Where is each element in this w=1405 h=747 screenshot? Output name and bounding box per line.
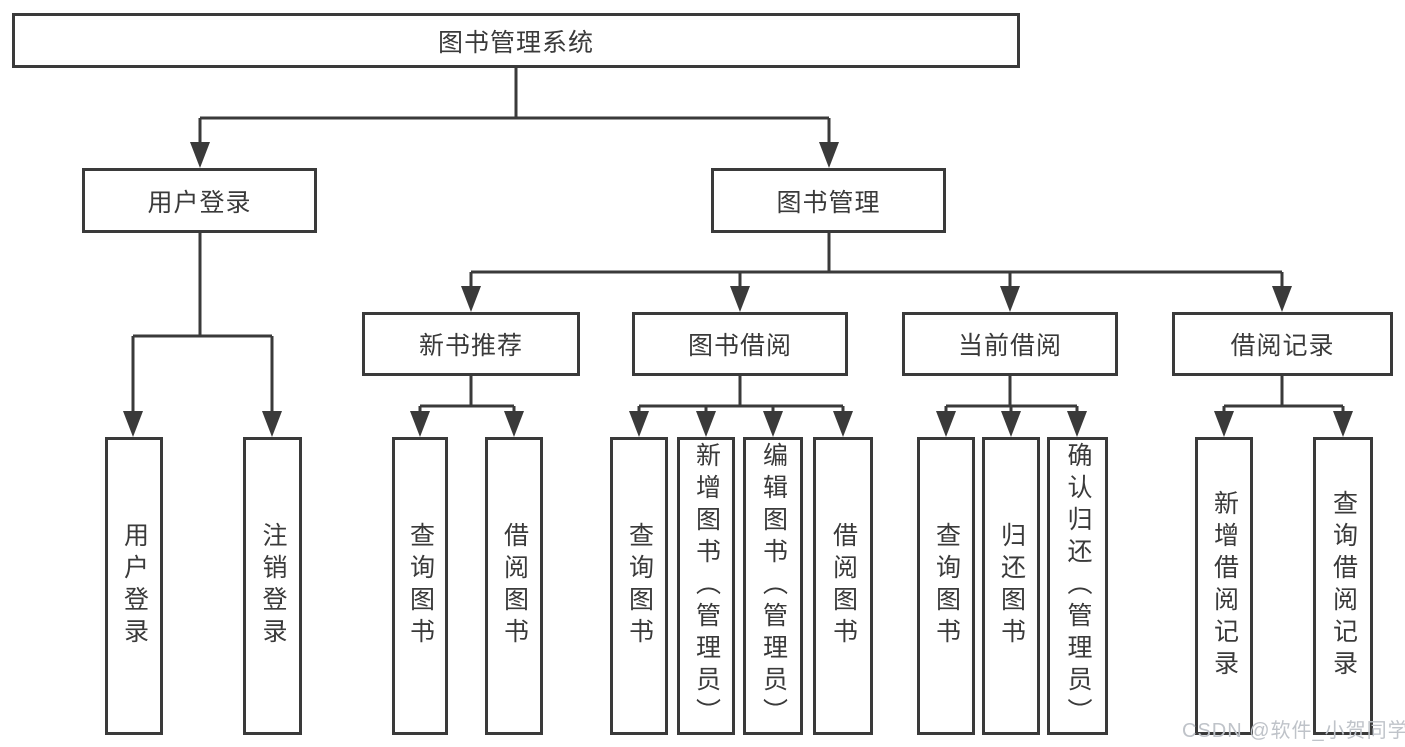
leaf-label: 编辑图书（管理员） [759, 442, 788, 730]
node-book-borrowing: 图书借阅 [632, 312, 848, 376]
leaf-current-confirm-return-admin: 确认归还（管理员） [1047, 437, 1108, 735]
arrowhead-icon [262, 411, 282, 437]
leaf-user-login: 用户登录 [105, 437, 163, 735]
leaf-logout: 注销登录 [243, 437, 302, 735]
leaf-label: 注销登录 [259, 522, 287, 650]
arrowhead-icon [1333, 411, 1353, 437]
leaf-borrowing-add-books-admin: 新增图书（管理员） [677, 437, 735, 735]
leaf-borrowing-borrow-books: 借阅图书 [813, 437, 873, 735]
arrowhead-icon [629, 411, 649, 437]
leaf-label: 新增借阅记录 [1210, 490, 1239, 682]
leaf-current-query-books: 查询图书 [917, 437, 975, 735]
arrowhead-icon [504, 411, 524, 437]
leaf-newbook-query-books: 查询图书 [392, 437, 448, 735]
leaf-label: 确认归还（管理员） [1064, 442, 1092, 730]
arrowhead-icon [1000, 286, 1020, 312]
leaf-label: 新增图书（管理员） [692, 442, 721, 730]
leaf-newbook-borrow-books: 借阅图书 [485, 437, 543, 735]
leaf-current-return-books: 归还图书 [982, 437, 1040, 735]
node-book-management: 图书管理 [711, 168, 946, 233]
node-user-login: 用户登录 [82, 168, 317, 233]
arrowhead-icon [730, 286, 750, 312]
arrowhead-icon [936, 411, 956, 437]
arrowhead-icons [123, 142, 1353, 437]
leaf-label: 查询图书 [625, 522, 654, 650]
leaf-label: 借阅图书 [500, 522, 529, 650]
node-borrow-records: 借阅记录 [1172, 312, 1393, 376]
node-current-borrowing: 当前借阅 [902, 312, 1118, 376]
arrowhead-icon [1214, 411, 1234, 437]
leaf-label: 借阅图书 [829, 522, 858, 650]
arrowhead-icon [190, 142, 210, 168]
arrowhead-icon [1272, 286, 1292, 312]
leaf-label: 用户登录 [120, 522, 149, 650]
arrowhead-icon [1067, 411, 1087, 437]
arrowhead-icon [696, 411, 716, 437]
arrowhead-icon [410, 411, 430, 437]
node-library-management-system: 图书管理系统 [12, 13, 1020, 68]
leaf-records-add-record: 新增借阅记录 [1195, 437, 1253, 735]
leaf-label: 查询图书 [932, 522, 961, 650]
arrowhead-icon [123, 411, 143, 437]
node-new-book-recommend: 新书推荐 [362, 312, 580, 376]
arrowhead-icon [461, 286, 481, 312]
leaf-label: 查询借阅记录 [1329, 490, 1358, 682]
arrowhead-icon [819, 142, 839, 168]
arrowhead-icon [833, 411, 853, 437]
leaf-label: 归还图书 [997, 522, 1026, 650]
arrowhead-icon [1001, 411, 1021, 437]
arrowhead-icon [763, 411, 783, 437]
leaf-label: 查询图书 [406, 522, 435, 650]
leaf-borrowing-edit-books-admin: 编辑图书（管理员） [743, 437, 803, 735]
leaf-records-query-record: 查询借阅记录 [1313, 437, 1373, 735]
leaf-borrowing-query-books: 查询图书 [610, 437, 668, 735]
